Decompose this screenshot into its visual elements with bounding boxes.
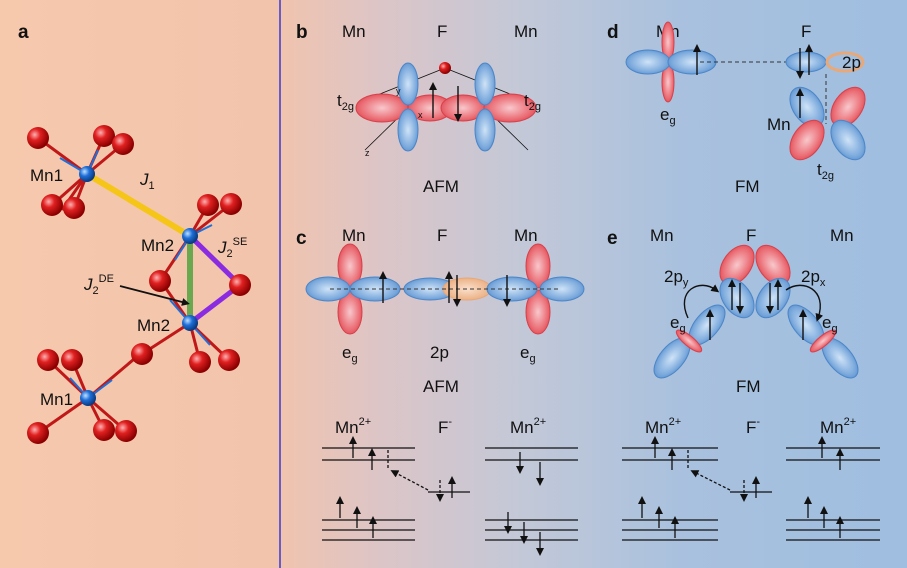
d-label-2p: 2p <box>842 53 861 72</box>
b-orbital-diagram <box>355 62 537 152</box>
b-label-mn-right: Mn <box>514 22 538 41</box>
j1-bond <box>85 171 192 239</box>
e-energy-levels <box>622 436 880 541</box>
b-label-mn-left: Mn <box>342 22 366 41</box>
panel-a-structure <box>27 125 251 444</box>
label-mn2-top: Mn2 <box>141 236 174 255</box>
label-j2se: J2SE <box>217 236 247 260</box>
b-axis-x: x <box>418 110 423 120</box>
c-label-eg-right: eg <box>520 343 536 365</box>
c-label-mn-left: Mn <box>342 226 366 245</box>
e-label-mn-left: Mn <box>650 226 674 245</box>
d-label-mn-lower: Mn <box>767 115 791 134</box>
e-lvl-f: F- <box>746 416 760 437</box>
mn-atoms <box>79 166 198 406</box>
d-orbital-diagram <box>625 21 866 161</box>
c-label-f: F <box>437 226 447 245</box>
e-label-eg-right: eg <box>822 313 838 335</box>
d-label-eg: eg <box>660 105 676 127</box>
e-label-mn-right: Mn <box>830 226 854 245</box>
label-mn2-bottom: Mn2 <box>137 316 170 335</box>
e-orbital-diagram <box>653 244 859 379</box>
c-lvl-f: F- <box>438 416 452 437</box>
c-label-mn-right: Mn <box>514 226 538 245</box>
d-state: FM <box>735 177 760 196</box>
b-label-t2g-right: t2g <box>524 91 541 113</box>
e-lvl-mn-left: Mn2+ <box>645 416 681 437</box>
d-label-t2g: t2g <box>817 160 834 182</box>
c-label-eg-left: eg <box>342 343 358 365</box>
c-state: AFM <box>423 377 459 396</box>
c-orbital-diagram <box>305 243 585 335</box>
label-mn1-top: Mn1 <box>30 166 63 185</box>
c-lvl-mn-right: Mn2+ <box>510 416 546 437</box>
f-atoms <box>27 125 251 444</box>
label-j1: J1 <box>139 170 155 192</box>
panel-label-b: b <box>296 22 308 43</box>
b-axis-z: z <box>365 148 370 158</box>
c-energy-levels <box>322 436 578 556</box>
e-label-2py: 2py <box>664 267 689 289</box>
panel-label-a: a <box>18 22 29 43</box>
label-j2de: J2DE <box>83 273 114 297</box>
e-label-2px: 2px <box>801 267 826 289</box>
e-state: FM <box>736 377 761 396</box>
label-mn1-bottom: Mn1 <box>40 390 73 409</box>
panel-label-c: c <box>296 228 307 249</box>
b-state: AFM <box>423 177 459 196</box>
c-label-2p: 2p <box>430 343 449 362</box>
e-lvl-mn-right: Mn2+ <box>820 416 856 437</box>
c-lvl-mn-left: Mn2+ <box>335 416 371 437</box>
panel-label-e: e <box>607 228 618 249</box>
b-axis-y: y <box>396 86 401 96</box>
e-label-f: F <box>746 226 756 245</box>
j2de-pointer-arrow <box>119 285 190 306</box>
e-label-eg-left: eg <box>670 313 686 335</box>
d-label-f: F <box>801 22 811 41</box>
b-label-t2g-left: t2g <box>337 91 354 113</box>
panel-label-d: d <box>607 22 619 43</box>
b-label-f: F <box>437 22 447 41</box>
